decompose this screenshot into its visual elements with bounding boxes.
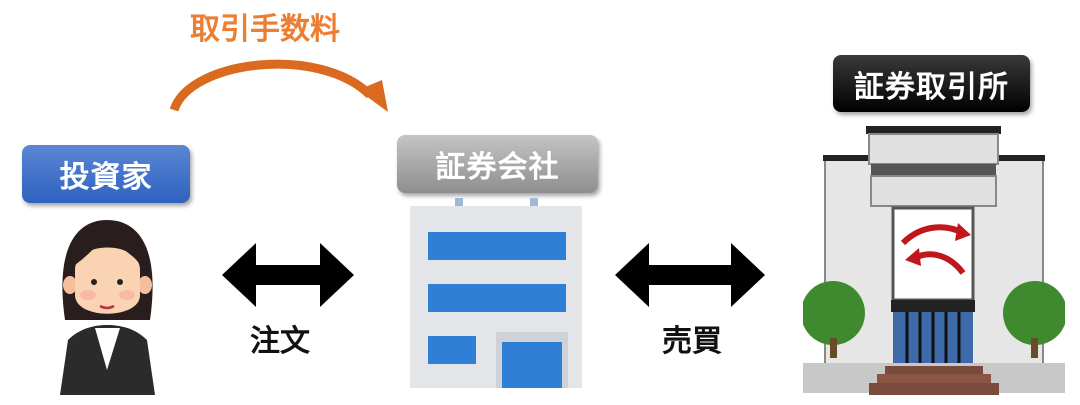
trade-label: 売買 bbox=[662, 324, 722, 359]
broker-label: 証券会社 bbox=[397, 135, 598, 193]
broker-building-icon bbox=[410, 198, 582, 388]
order-label: 注文 bbox=[250, 324, 310, 359]
order-double-arrow-icon bbox=[222, 243, 354, 307]
investor-woman-icon bbox=[60, 220, 155, 395]
investor-label: 投資家 bbox=[22, 145, 190, 203]
curved-arrow-icon bbox=[169, 59, 388, 112]
stock-exchange-building-icon bbox=[803, 126, 1065, 395]
exchange-label: 証券取引所 bbox=[833, 55, 1030, 112]
fee-label: 取引手数料 bbox=[190, 12, 340, 47]
trade-double-arrow-icon bbox=[615, 243, 765, 307]
